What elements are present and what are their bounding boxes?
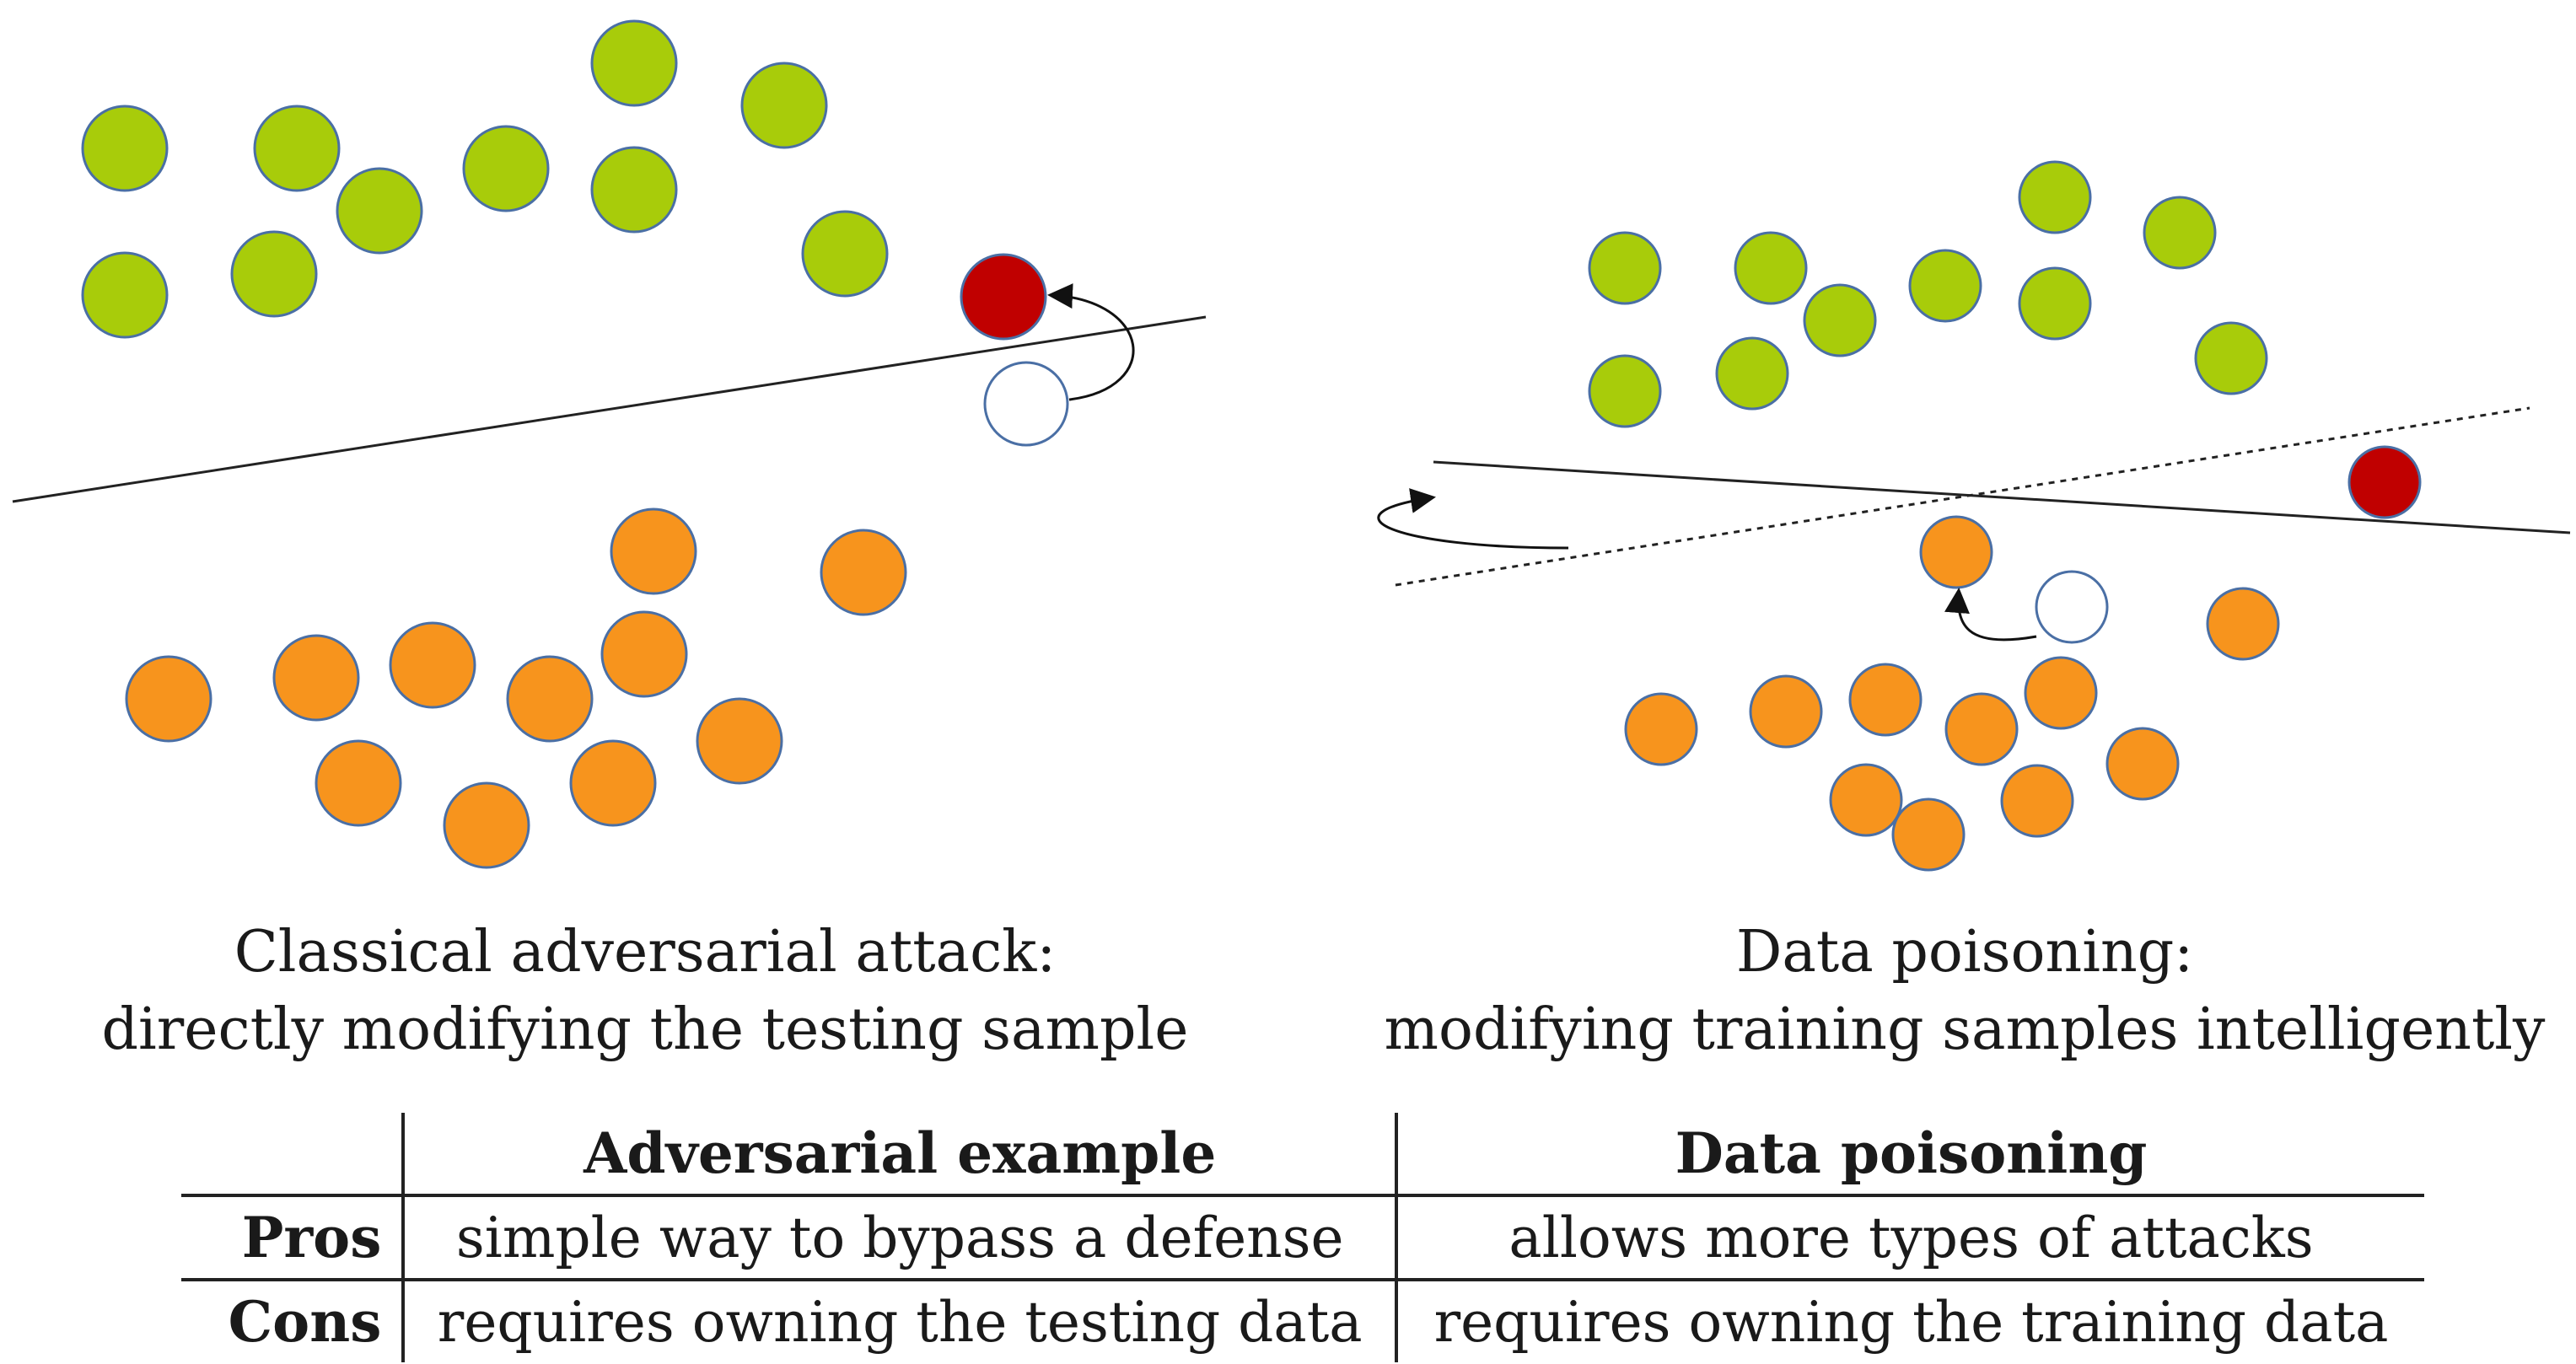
row-label-cons: Cons <box>228 1289 382 1355</box>
orange-point <box>2105 727 2180 801</box>
right-caption-line-2: modifying training samples intelligently <box>1384 996 2546 1063</box>
green-point <box>2194 321 2268 395</box>
right-panel <box>1377 160 2571 872</box>
cons-poisoning: requires owning the training data <box>1395 1280 2424 1362</box>
green-point <box>2018 160 2092 234</box>
green-point <box>81 251 169 339</box>
poisoned-decision-boundary <box>1433 460 2571 534</box>
adversarial-sample <box>960 253 1047 341</box>
orange-point <box>2206 587 2280 661</box>
table-row-pros: Pros simple way to bypass a defense allo… <box>181 1195 2424 1281</box>
left-caption-line-1: Classical adversarial attack: <box>234 919 1057 985</box>
orange-point <box>506 655 594 743</box>
green-point <box>1908 249 1982 323</box>
misclassified-test-sample <box>2347 445 2422 519</box>
right-caption: Data poisoning: modifying training sampl… <box>1349 914 2576 1069</box>
cons-adversarial: requires owning the testing data <box>401 1280 1397 1362</box>
green-point <box>590 19 678 107</box>
orange-point <box>1944 692 2019 766</box>
green-point <box>590 146 678 234</box>
orange-point <box>389 621 476 709</box>
column-header-adversarial: Adversarial example <box>401 1113 1397 1197</box>
green-point <box>1588 231 1662 305</box>
green-class-points <box>81 19 889 339</box>
comparison-table: Adversarial example Data poisoning Pros … <box>181 1113 2424 1362</box>
green-point <box>801 210 889 298</box>
original-test-sample <box>983 361 1069 447</box>
orange-point <box>569 739 657 827</box>
green-point <box>1803 283 1877 357</box>
poisoning-arrow <box>1944 588 2037 642</box>
right-caption-line-1: Data poisoning: <box>1735 919 2194 985</box>
orange-point <box>272 634 360 722</box>
decision-boundary <box>12 315 1207 503</box>
orange-point <box>2000 764 2074 838</box>
orange-point <box>1624 692 1698 766</box>
green-point <box>2143 196 2217 270</box>
green-point <box>336 167 423 255</box>
green-point <box>81 105 169 192</box>
left-panel <box>12 19 1207 869</box>
green-point <box>462 125 550 212</box>
green-point <box>1588 354 1662 428</box>
green-point <box>253 105 341 192</box>
row-label-pros: Pros <box>181 1195 404 1281</box>
left-caption: Classical adversarial attack: directly m… <box>0 914 1290 1069</box>
orange-point <box>1848 663 1923 737</box>
orange-point <box>1749 674 1823 749</box>
orange-point <box>125 655 212 743</box>
table-row-cons: Cons requires owning the testing data re… <box>181 1280 2424 1362</box>
poisoned-training-sample <box>1919 515 1993 589</box>
green-point <box>230 230 318 318</box>
attack-diagram <box>12 19 2571 872</box>
pros-adversarial: simple way to bypass a defense <box>401 1195 1397 1281</box>
table-header-row: Adversarial example Data poisoning <box>181 1113 2424 1197</box>
orange-point <box>610 507 697 595</box>
left-caption-line-2: directly modifying the testing sample <box>101 996 1189 1063</box>
orange-point <box>1829 763 1903 837</box>
orange-class-points <box>1624 587 2280 872</box>
pros-poisoning: allows more types of attacks <box>1395 1195 2424 1281</box>
orange-point <box>443 781 530 869</box>
green-class-points <box>1588 160 2268 428</box>
orange-point <box>315 739 402 827</box>
column-header-poisoning: Data poisoning <box>1395 1113 2424 1197</box>
green-point <box>1715 336 1789 411</box>
original-decision-boundary <box>1395 406 2530 587</box>
green-point <box>740 62 828 149</box>
orange-point <box>820 529 907 616</box>
perturbation-arrow <box>1047 283 1135 401</box>
orange-point <box>600 610 688 698</box>
original-training-sample <box>2035 570 2109 644</box>
orange-point <box>1891 797 1966 872</box>
table-corner <box>181 1113 404 1197</box>
green-point <box>1734 231 1808 305</box>
green-point <box>2018 266 2092 341</box>
orange-point <box>696 697 783 785</box>
orange-class-points <box>125 507 907 869</box>
boundary-rotation-arrow <box>1377 488 1569 550</box>
orange-point <box>2024 656 2098 730</box>
